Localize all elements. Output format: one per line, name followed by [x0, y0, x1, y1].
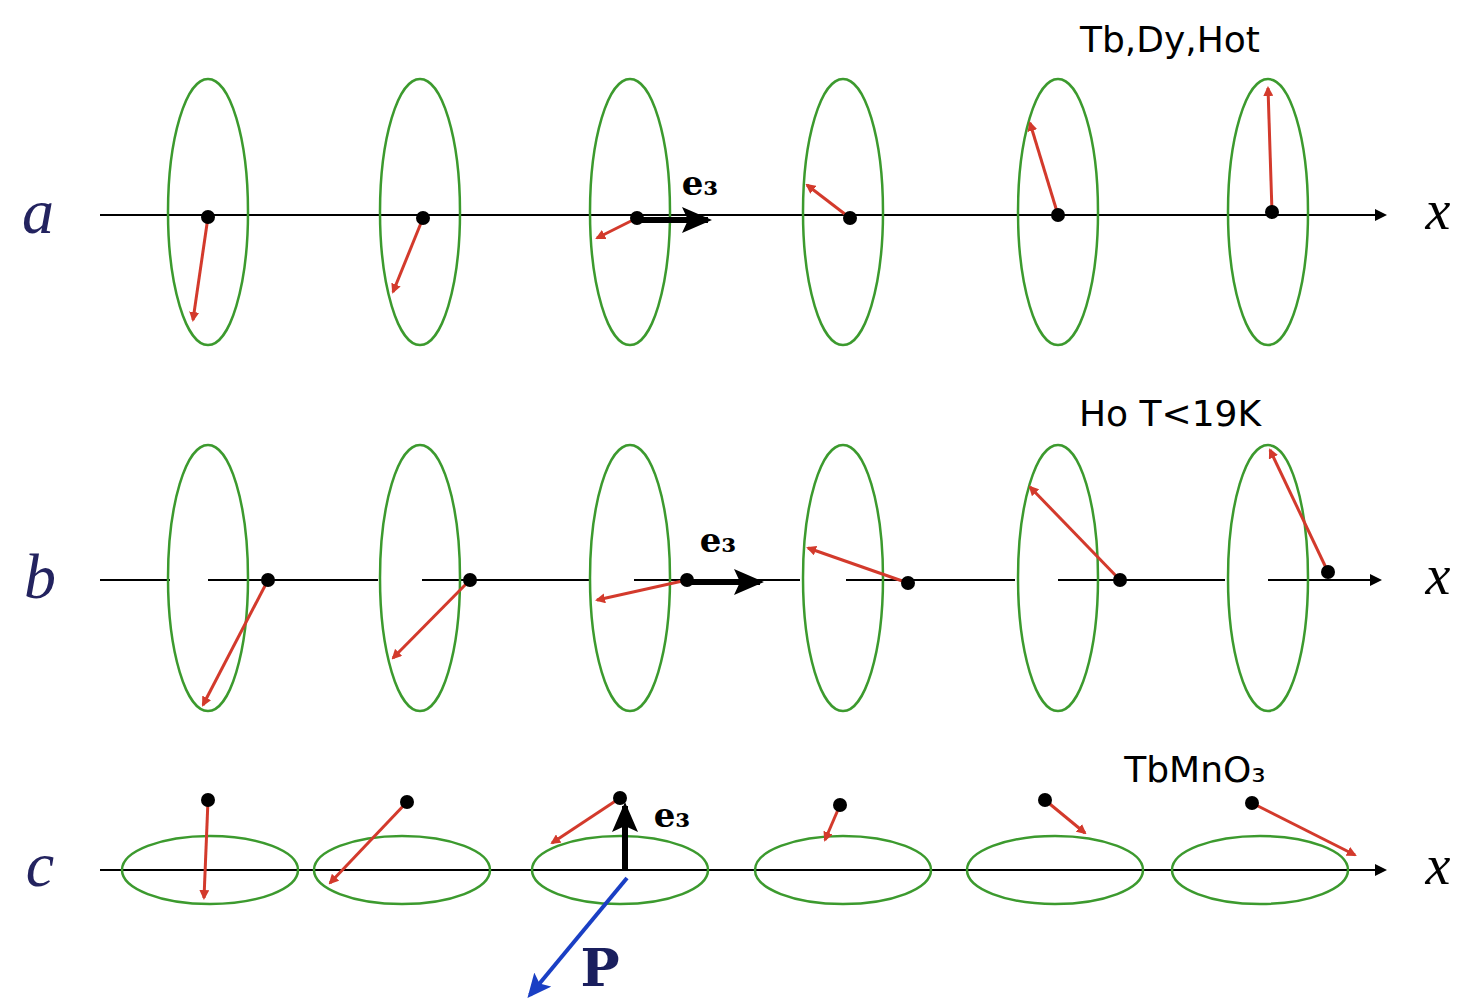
spin-arrow	[1252, 803, 1355, 855]
lattice-site	[261, 573, 275, 587]
spin-plane-ellipse	[1228, 445, 1308, 711]
x-axis	[634, 579, 800, 581]
e3-vector	[622, 806, 628, 870]
lattice-site	[1038, 793, 1052, 807]
e3-vector	[637, 217, 708, 223]
spin-plane-ellipse	[1018, 445, 1098, 711]
spin-arrow	[807, 185, 850, 218]
spin-plane-ellipse	[590, 79, 670, 345]
vector-label: e₃	[654, 798, 691, 832]
x-axis	[208, 579, 378, 581]
lattice-site	[1321, 565, 1335, 579]
axis-label: x	[1426, 547, 1451, 603]
lattice-site	[613, 791, 627, 805]
spin-arrow	[552, 798, 620, 843]
x-axis	[1058, 579, 1225, 581]
lattice-site	[463, 573, 477, 587]
axis-label: x	[1426, 182, 1451, 238]
spin-arrow	[1270, 450, 1328, 572]
lattice-site	[1113, 573, 1127, 587]
spin-plane-ellipse	[803, 445, 883, 711]
spin-plane-ellipse	[122, 836, 298, 904]
row-letter: a	[22, 180, 54, 244]
spin-plane-ellipse	[803, 79, 883, 345]
lattice-site	[400, 795, 414, 809]
spin-plane-ellipse	[168, 79, 248, 345]
spin-plane-ellipse	[590, 445, 670, 711]
spin-arrow	[393, 218, 423, 292]
spin-arrow	[1030, 123, 1058, 215]
x-axis	[100, 214, 1385, 216]
spin-arrow	[597, 580, 687, 600]
axis-label: x	[1426, 837, 1451, 893]
polarization-label: P	[580, 942, 619, 994]
x-axis	[100, 579, 170, 581]
lattice-site	[416, 211, 430, 225]
spin-plane-ellipse	[1228, 79, 1308, 345]
spin-arrow	[204, 800, 208, 898]
lattice-site	[201, 793, 215, 807]
x-axis	[1268, 579, 1380, 581]
spin-plane-ellipse	[1172, 836, 1348, 904]
spin-plane-ellipse	[755, 836, 931, 904]
spin-arrow	[203, 580, 268, 705]
x-axis	[846, 579, 1015, 581]
lattice-site	[201, 210, 215, 224]
lattice-site	[843, 211, 857, 225]
spin-plane-ellipse	[380, 79, 460, 345]
vector-label: e₃	[682, 166, 719, 200]
spin-arrow	[1030, 487, 1120, 580]
spin-arrow	[808, 548, 908, 583]
vector-label: e₃	[700, 523, 737, 557]
spin-plane-ellipse	[168, 445, 248, 711]
row-letter: c	[26, 833, 54, 897]
spin-arrow	[193, 217, 208, 320]
x-axis	[422, 579, 590, 581]
spin-arrow	[1045, 800, 1085, 833]
spin-plane-ellipse	[532, 836, 708, 904]
x-axis	[100, 869, 1385, 871]
material-label: Ho T<19K	[1079, 396, 1261, 432]
lattice-site	[1265, 205, 1279, 219]
spin-arrow	[330, 802, 407, 883]
spin-arrow	[1268, 88, 1272, 212]
lattice-site	[1245, 796, 1259, 810]
lattice-site	[1051, 208, 1065, 222]
e3-vector	[687, 579, 760, 585]
spin-arrow	[393, 580, 470, 658]
row-letter: b	[24, 545, 56, 609]
material-label: Tb,Dy,Hot	[1080, 22, 1260, 58]
material-label: TbMnO₃	[1124, 752, 1266, 788]
lattice-site	[901, 576, 915, 590]
polarization-vector	[530, 878, 627, 995]
spin-plane-ellipse	[380, 445, 460, 711]
spin-plane-ellipse	[1018, 79, 1098, 345]
lattice-site	[833, 798, 847, 812]
spin-plane-ellipse	[967, 836, 1143, 904]
